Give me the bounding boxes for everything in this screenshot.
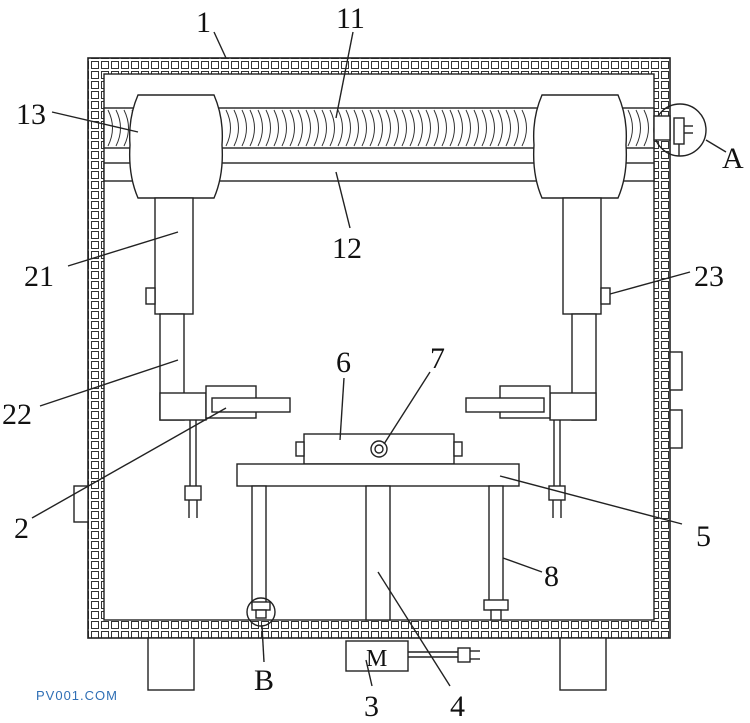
screw-thread	[297, 109, 303, 147]
screw-thread	[273, 109, 279, 147]
screw-thread	[433, 109, 439, 147]
label-b: B	[254, 664, 274, 697]
screw-thread	[257, 109, 263, 147]
screw-thread	[225, 109, 231, 147]
label-22: 22	[2, 398, 32, 431]
label-5: 5	[696, 520, 711, 553]
screw-thread	[627, 109, 633, 147]
label-21: 21	[24, 260, 54, 293]
screw-thread	[107, 109, 113, 147]
screw-thread	[513, 109, 519, 147]
screw-thread	[377, 109, 383, 147]
screw-thread	[505, 109, 511, 147]
label-1: 1	[196, 6, 211, 39]
screw-thread	[345, 109, 351, 147]
screw-thread	[473, 109, 479, 147]
guide-rail	[103, 162, 655, 182]
workpiece	[295, 433, 463, 465]
detail-circle-b	[246, 597, 276, 627]
label-23: 23	[694, 260, 724, 293]
detail-circle-a	[653, 103, 707, 157]
screw-thread	[497, 109, 503, 147]
screw-threads	[107, 109, 649, 147]
label-12: 12	[332, 232, 362, 265]
screw-thread	[393, 109, 399, 147]
watermark: PV001.COM	[36, 688, 118, 703]
sliders	[128, 94, 628, 199]
screw-thread	[369, 109, 375, 147]
screw-thread	[481, 109, 487, 147]
label-7: 7	[430, 342, 445, 375]
screw-thread	[465, 109, 471, 147]
screw-thread	[457, 109, 463, 147]
screw-thread	[521, 109, 527, 147]
screw-thread	[401, 109, 407, 147]
work-table	[236, 463, 520, 621]
screw-thread	[425, 109, 431, 147]
label-4: 4	[450, 690, 465, 723]
right-arm	[465, 197, 611, 518]
screw-thread	[233, 109, 239, 147]
screw-thread	[353, 109, 359, 147]
label-8: 8	[544, 560, 559, 593]
motor-letter: M	[366, 646, 387, 672]
screw-thread	[123, 109, 129, 147]
label-11: 11	[336, 2, 365, 35]
screw-thread	[449, 109, 455, 147]
screw-thread	[265, 109, 271, 147]
screw-thread	[305, 109, 311, 147]
screw-thread	[249, 109, 255, 147]
label-13: 13	[16, 98, 46, 131]
screw-thread	[281, 109, 287, 147]
screw-thread	[337, 109, 343, 147]
leader-lines	[31, 31, 727, 687]
side-tabs	[73, 351, 683, 523]
screw-thread	[417, 109, 423, 147]
screw-thread	[441, 109, 447, 147]
screw-thread	[289, 109, 295, 147]
label-2: 2	[14, 512, 29, 545]
label-6: 6	[336, 346, 351, 379]
support-feet	[147, 637, 607, 691]
screw-thread	[313, 109, 319, 147]
screw-thread	[635, 109, 641, 147]
screw-thread	[409, 109, 415, 147]
label-3: 3	[364, 690, 379, 723]
screw-thread	[321, 109, 327, 147]
screw-thread	[643, 109, 649, 147]
screw-thread	[361, 109, 367, 147]
screw-thread	[385, 109, 391, 147]
screw-thread	[489, 109, 495, 147]
screw-thread	[329, 109, 335, 147]
screw-thread	[241, 109, 247, 147]
left-arm	[145, 197, 291, 518]
label-a: A	[722, 142, 744, 175]
motor: M	[345, 640, 480, 672]
